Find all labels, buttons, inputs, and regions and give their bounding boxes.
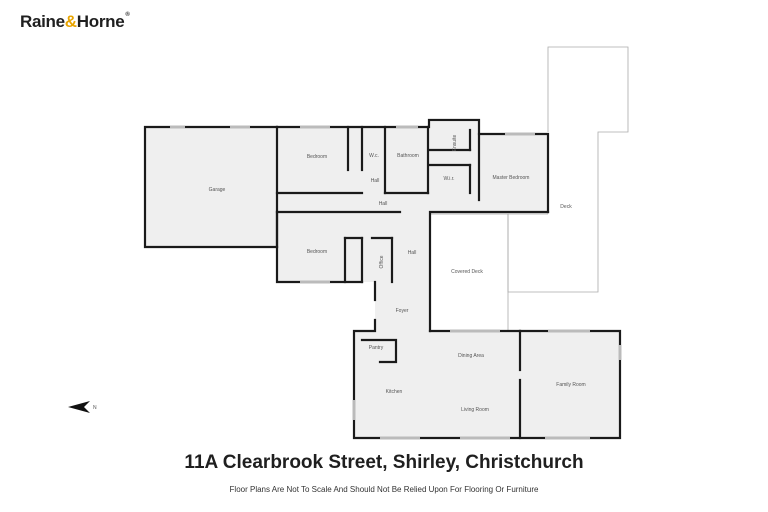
room-label-living-room: Living Room <box>461 407 489 413</box>
room-label-hall-2: Hall <box>379 201 388 207</box>
north-arrow-icon: N <box>68 401 97 413</box>
room-label-kitchen: Kitchen <box>386 389 403 395</box>
room-label-family-room: Family Room <box>556 382 585 388</box>
room-label-covered-deck: Covered Deck <box>451 269 483 275</box>
property-address: 11A Clearbrook Street, Shirley, Christch… <box>184 452 584 473</box>
room-label-office: Office <box>379 255 385 268</box>
room-label-deck: Deck <box>560 204 572 210</box>
room-label-master-bedroom: Master Bedroom <box>493 175 530 181</box>
room-label-bathroom: Bathroom <box>397 153 419 159</box>
floor-fill <box>145 122 620 438</box>
room-label-wc: W.c. <box>369 153 379 159</box>
room-label-pantry: Pantry <box>369 345 384 351</box>
room-label-wir: W.i.r. <box>443 176 454 182</box>
windows <box>170 125 622 440</box>
room-label-garage: Garage <box>209 187 226 193</box>
raine-horne-logo: Raine&Horne® <box>20 12 130 31</box>
room-label-foyer: Foyer <box>396 308 409 314</box>
room-label-ensuite: Ensuite <box>452 134 458 151</box>
room-label-hall-1: Hall <box>371 178 380 184</box>
walls <box>143 118 622 440</box>
disclaimer-text: Floor Plans Are Not To Scale And Should … <box>229 485 539 494</box>
compass-label: N <box>93 405 97 411</box>
room-label-dining-area: Dining Area <box>458 353 484 359</box>
room-label-bedroom-1: Bedroom <box>307 154 327 160</box>
room-label-bedroom-2: Bedroom <box>307 249 327 255</box>
room-label-hall-3: Hall <box>408 250 417 256</box>
